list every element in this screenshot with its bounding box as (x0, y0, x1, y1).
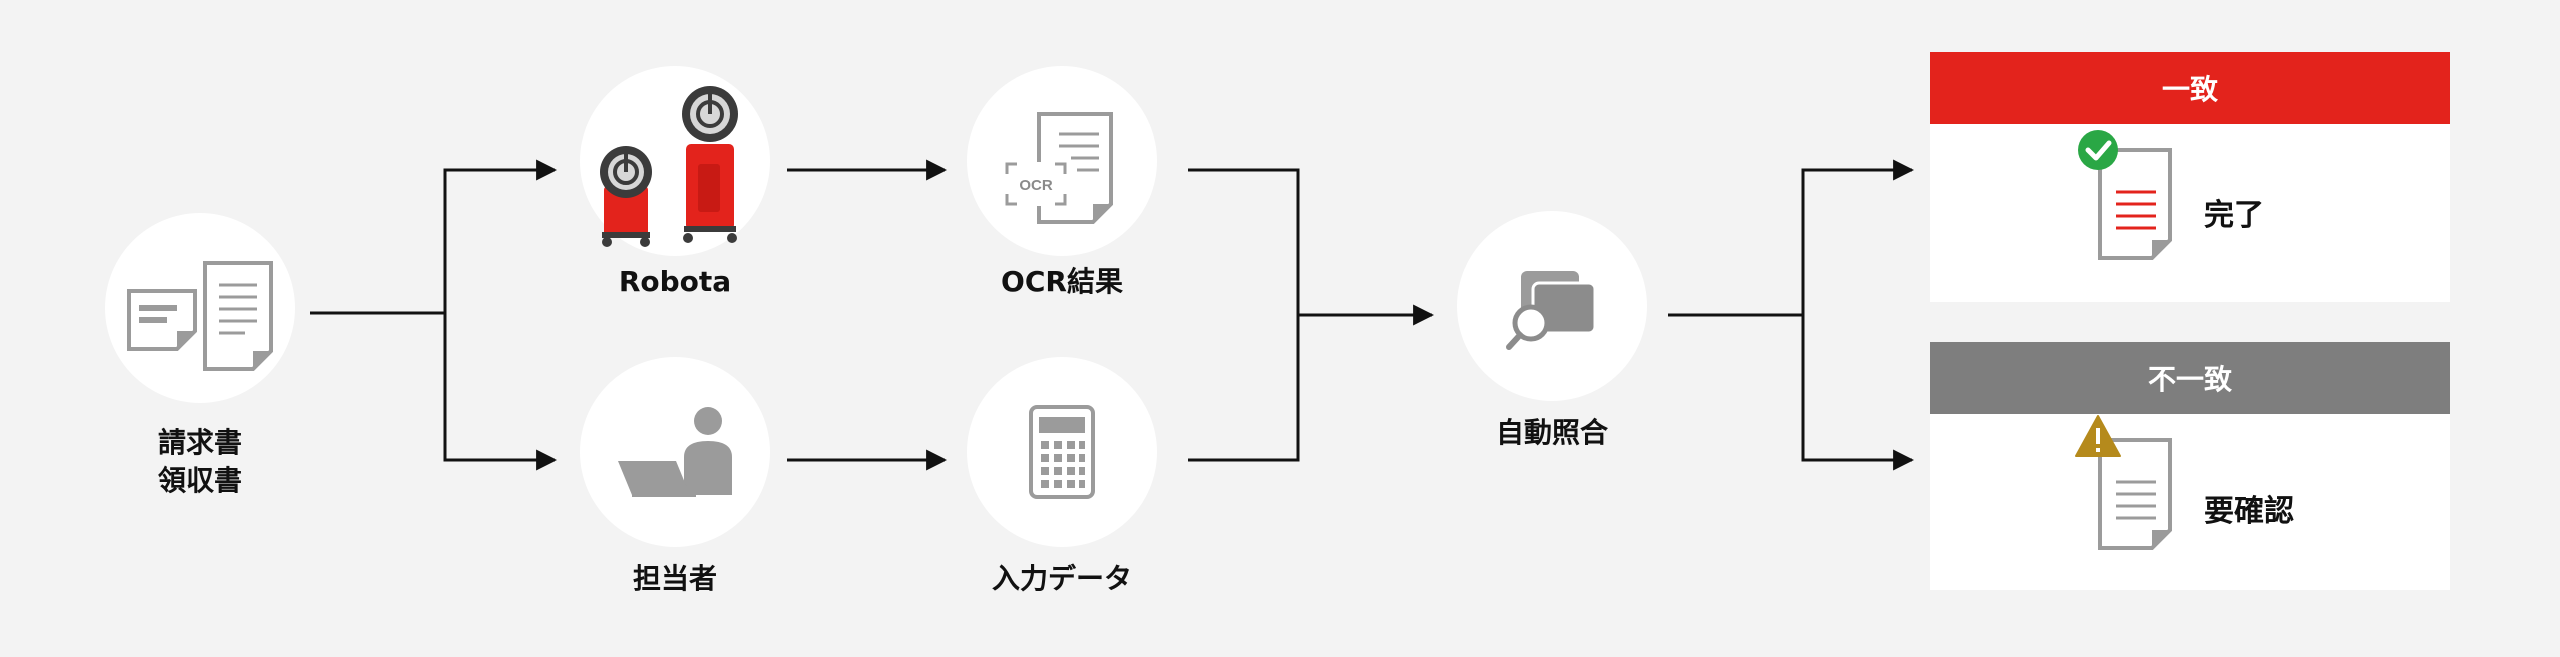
split-arrow-to-staff (443, 313, 558, 471)
split-arrow-to-mismatch (1801, 315, 1915, 471)
invoice-node (105, 213, 295, 403)
mismatch-card-body: 要確認 (1930, 414, 2450, 590)
staff-label: 担当者 (632, 562, 717, 595)
manual-input-node (967, 357, 1157, 547)
merge-line-ocr (1188, 168, 1300, 462)
invoice-label: 請求書 領収書 (120, 424, 280, 500)
robota-node (580, 66, 770, 256)
staff-node (580, 357, 770, 547)
ocr-label: OCR結果 (1001, 265, 1123, 298)
match-status-text: 完了 (2204, 198, 2264, 233)
match-card-body: 完了 (1930, 124, 2450, 302)
person-at-laptop-icon (618, 407, 732, 497)
manual-input-label: 入力データ (991, 562, 1132, 595)
auto-match-label: 自動照合 (1495, 416, 1608, 449)
search-documents-icon (1506, 271, 1597, 350)
invoice-label-line1: 請求書 (157, 426, 242, 459)
match-card-header: 一致 (1930, 52, 2450, 124)
check-badge-icon (2078, 130, 2118, 170)
split-arrow-to-robota (310, 159, 558, 315)
split-arrow-to-match (1668, 159, 1915, 317)
ocr-document-icon: OCR (1005, 112, 1113, 224)
mismatch-card-header: 不一致 (1930, 342, 2450, 414)
ocr-node: OCR (967, 66, 1157, 256)
invoice-label-line2: 領収書 (157, 464, 242, 497)
calculator-icon (1029, 405, 1095, 499)
auto-match-node (1457, 211, 1647, 401)
completed-document-icon (2078, 130, 2172, 260)
ocr-icon-text: OCR (1019, 177, 1053, 194)
warning-document-icon (2075, 415, 2172, 550)
documents-icon (127, 261, 273, 371)
robot-icon (600, 86, 738, 247)
mismatch-card: 不一致 要確認 (1930, 342, 2450, 590)
mismatch-status-text: 要確認 (2204, 494, 2294, 529)
match-card: 一致 完了 (1930, 52, 2450, 302)
robota-label: Robota (618, 265, 732, 298)
